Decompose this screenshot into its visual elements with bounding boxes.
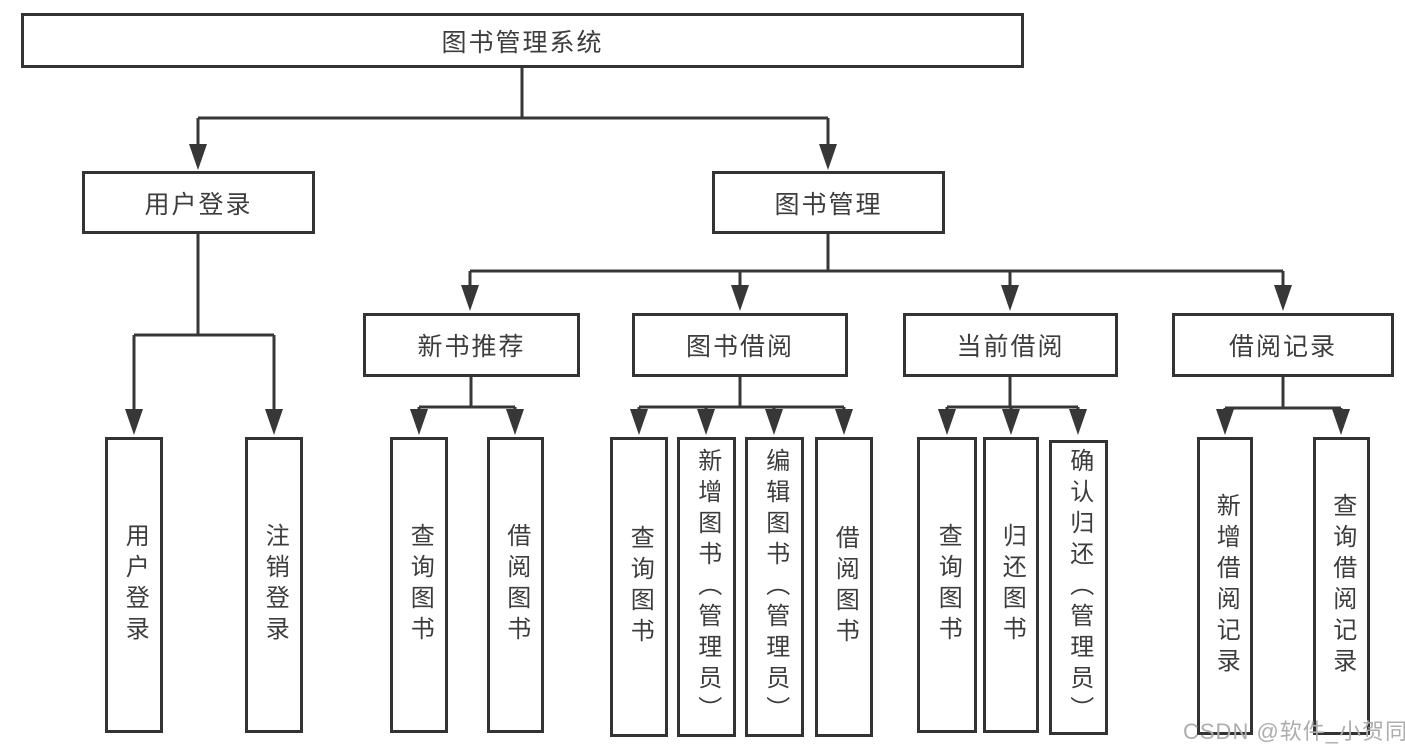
node-label: 查询借阅记录 — [1328, 493, 1356, 679]
node-user-login-group: 用户登录 — [82, 171, 315, 234]
node-label: 用户登录 — [121, 523, 149, 647]
node-borrowing-records: 借阅记录 — [1172, 313, 1394, 377]
node-root-system: 图书管理系统 — [21, 13, 1024, 68]
node-bb-query-books: 查询图书 — [610, 437, 668, 737]
node-book-borrowing: 图书借阅 — [632, 313, 848, 377]
node-label: 借阅图书 — [502, 523, 530, 647]
csdn-watermark: CSDN @软件_小贺同学 — [1183, 719, 1405, 744]
node-new-book-recommend: 新书推荐 — [363, 313, 580, 377]
node-user-login-leaf: 用户登录 — [105, 437, 163, 733]
node-label: 查询图书 — [934, 523, 962, 647]
node-label: 编辑图书（管理员） — [761, 447, 789, 727]
node-label: 确认归还（管理员） — [1065, 448, 1093, 727]
node-label: 借阅记录 — [1228, 333, 1337, 361]
node-label: 图书借阅 — [685, 333, 794, 361]
node-label: 图书管理系统 — [441, 28, 604, 57]
node-label: 归还图书 — [998, 523, 1026, 647]
node-label: 注销登录 — [261, 523, 289, 647]
node-cb-return-books: 归还图书 — [983, 437, 1039, 733]
node-label: 用户登录 — [144, 190, 253, 219]
node-label: 借阅图书 — [831, 525, 859, 649]
node-label: 图书管理 — [774, 190, 883, 219]
node-cb-query-books: 查询图书 — [917, 437, 977, 733]
node-nb-query-books: 查询图书 — [390, 437, 448, 733]
node-bb-add-books-admin: 新增图书（管理员） — [677, 437, 736, 737]
node-br-add-record: 新增借阅记录 — [1197, 437, 1253, 735]
node-label: 新增借阅记录 — [1212, 493, 1240, 679]
node-logout-leaf: 注销登录 — [245, 437, 303, 733]
node-book-management: 图书管理 — [712, 171, 945, 234]
node-label: 查询图书 — [406, 523, 434, 647]
node-br-query-record: 查询借阅记录 — [1313, 437, 1370, 735]
node-label: 当前借阅 — [956, 333, 1065, 361]
node-bb-edit-books-admin: 编辑图书（管理员） — [745, 437, 804, 737]
node-current-borrowing: 当前借阅 — [903, 313, 1118, 377]
node-label: 查询图书 — [626, 525, 654, 649]
node-nb-borrow-books: 借阅图书 — [487, 437, 544, 733]
node-label: 新书推荐 — [417, 333, 526, 361]
node-cb-confirm-return-admin: 确认归还（管理员） — [1049, 440, 1108, 735]
node-bb-borrow-books: 借阅图书 — [815, 437, 873, 737]
node-label: 新增图书（管理员） — [693, 447, 721, 727]
